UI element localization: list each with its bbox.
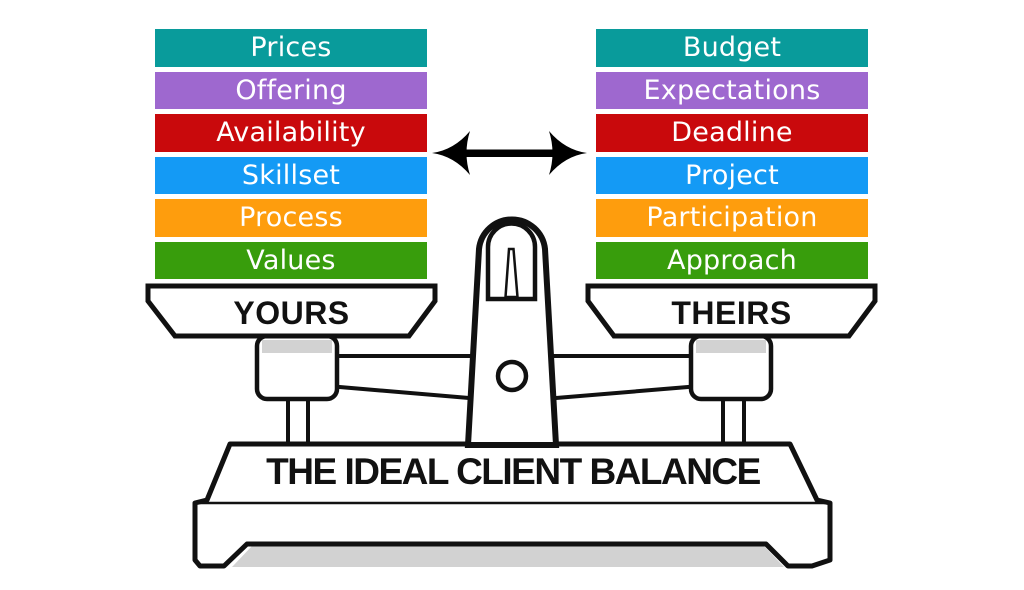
left-pan-label: YOURS <box>233 294 350 331</box>
stack-bar: Process <box>155 199 427 237</box>
right-pan <box>585 283 878 339</box>
stack-bar: Availability <box>155 114 427 152</box>
stack-bar: Skillset <box>155 156 427 194</box>
right-pan-label: THEIRS <box>671 294 792 331</box>
stack-bar: Budget <box>596 29 868 67</box>
stack-bar: Deadline <box>596 114 868 152</box>
left-pan <box>145 283 438 339</box>
stack-bar: Participation <box>596 199 868 237</box>
double-arrow-icon <box>432 131 587 175</box>
stack-bar: Offering <box>155 71 427 109</box>
stack-bar: Project <box>596 156 868 194</box>
base-title: THE IDEAL CLIENT BALANCE <box>266 451 761 492</box>
pointer-needle <box>504 247 519 299</box>
base <box>192 441 833 569</box>
ground-shadow <box>232 546 784 567</box>
left-pan-block-shade <box>262 340 332 353</box>
right-pan-block-shade <box>696 340 766 353</box>
stack-bar: Expectations <box>596 71 868 109</box>
stack-bar: Values <box>155 241 427 279</box>
stack-bar: Approach <box>596 241 868 279</box>
stack-bar: Prices <box>155 29 427 67</box>
pivot-circle <box>495 359 529 393</box>
